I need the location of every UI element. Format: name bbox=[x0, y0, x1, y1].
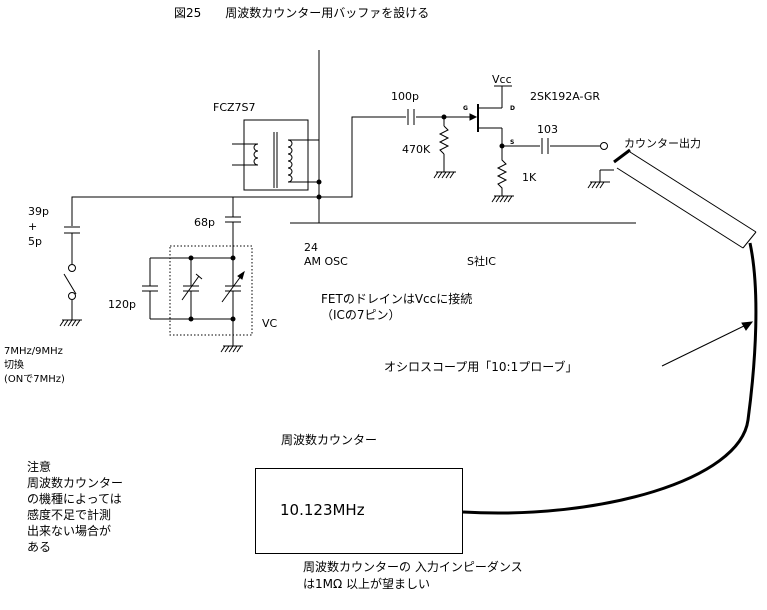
gate-arrow bbox=[469, 113, 478, 121]
probe-cable bbox=[462, 242, 758, 515]
junction-dot bbox=[316, 179, 322, 185]
probe-arrow-line bbox=[661, 323, 749, 367]
c39p-5p-label: 39p + 5p bbox=[28, 205, 49, 248]
caution-note: 注意 周波数カウンター の機種によっては 感度不足で計測 出来ない場合が ある bbox=[27, 460, 124, 554]
r1k-label: 1K bbox=[522, 171, 537, 184]
fet-drain-note: FETのドレインはVccに接続 （ICの7ピン） bbox=[321, 292, 473, 322]
impedance-note: 周波数カウンターの 入力インピーダンス は1MΩ 以上が望ましい bbox=[303, 560, 523, 591]
buffer-input-wire bbox=[319, 116, 406, 198]
ground-symbol bbox=[220, 345, 243, 353]
counter-title: 周波数カウンター bbox=[281, 433, 378, 447]
vcc-label: Vcc bbox=[492, 73, 512, 86]
fet-part-label: 2SK192A-GR bbox=[530, 90, 601, 103]
r470k-resistor bbox=[438, 125, 450, 155]
switch-contact bbox=[68, 264, 76, 272]
ground-symbol bbox=[491, 195, 514, 203]
r1k-resistor bbox=[496, 148, 508, 196]
fet-source-label: S bbox=[510, 139, 515, 146]
counter-output-label: カウンター出力 bbox=[624, 137, 701, 150]
fet-gate-label: G bbox=[463, 105, 468, 112]
frequency-counter-display: 10.123MHz bbox=[255, 468, 463, 554]
fet-symbol bbox=[477, 86, 503, 148]
switch-note: 7MHz/9MHz 切換 (ONで7MHz) bbox=[4, 346, 65, 385]
c103-label: 103 bbox=[537, 123, 558, 136]
output-terminal bbox=[600, 142, 608, 150]
secondary-wire bbox=[232, 181, 320, 217]
osc-pin-label: 24 AM OSC bbox=[304, 241, 348, 268]
vc-label: VC bbox=[262, 317, 278, 330]
probe-body bbox=[613, 148, 757, 249]
r470k-label: 470K bbox=[402, 143, 431, 156]
counter-reading: 10.123MHz bbox=[280, 501, 365, 519]
ground-symbol bbox=[59, 319, 82, 327]
ground-symbol bbox=[587, 170, 610, 189]
c120p-label: 120p bbox=[108, 298, 136, 311]
fcz7s7-label: FCZ7S7 bbox=[213, 101, 256, 114]
c68p-label: 68p bbox=[194, 216, 215, 229]
switch-lever bbox=[63, 273, 77, 295]
ground-symbol bbox=[433, 171, 456, 179]
probe-label: オシロスコープ用「10:1プローブ」 bbox=[384, 360, 578, 374]
probe-arrow-head bbox=[741, 321, 754, 331]
trimmer-arrow bbox=[181, 275, 200, 301]
vc-enclosure bbox=[169, 245, 253, 336]
figure-title: 図25 周波数カウンター用バッファを設ける bbox=[174, 6, 430, 20]
switch-branch-wire bbox=[71, 196, 233, 226]
fet-drain-label: D bbox=[510, 105, 515, 112]
c100p-label: 100p bbox=[391, 90, 419, 103]
switch-contact bbox=[68, 292, 76, 300]
ic-label: S社IC bbox=[467, 255, 496, 268]
fcz7s7-transformer bbox=[232, 119, 309, 191]
